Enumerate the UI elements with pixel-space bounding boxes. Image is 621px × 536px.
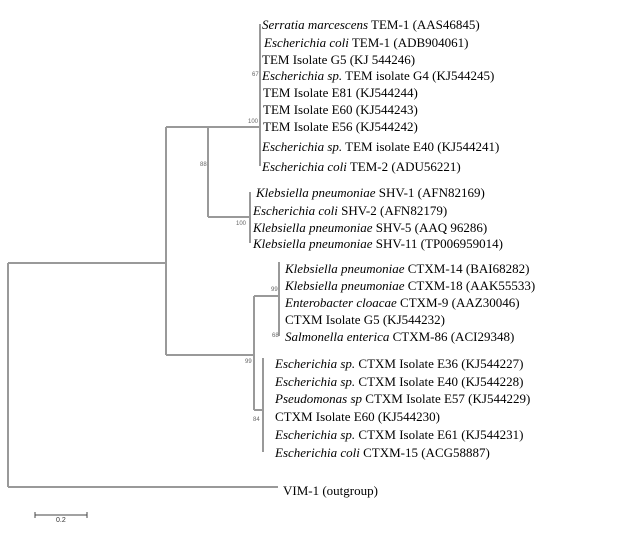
species-name: Klebsiella pneumoniae bbox=[285, 278, 405, 293]
gene-accession: CTXM Isolate E57 (KJ544229) bbox=[362, 391, 531, 406]
scale-bar bbox=[34, 512, 88, 518]
gene-accession: CTXM-15 (ACG58887) bbox=[359, 445, 490, 460]
gene-accession: CTXM-14 (BAI68282) bbox=[404, 261, 530, 276]
gene-accession: TEM Isolate G5 (KJ 544246) bbox=[262, 52, 416, 67]
species-name: Escherichia sp. bbox=[275, 356, 356, 371]
leaf-label: Klebsiella pneumoniae CTXM-14 (BAI68282) bbox=[285, 261, 529, 276]
gene-accession: TEM-1 (ADB904061) bbox=[348, 35, 469, 50]
leaf-label: Pseudomonas sp CTXM Isolate E57 (KJ54422… bbox=[275, 391, 530, 406]
gene-accession: TEM Isolate E56 (KJ544242) bbox=[263, 119, 418, 134]
tem-shv-node bbox=[207, 126, 260, 218]
bootstrap-value: 100 bbox=[236, 221, 247, 227]
leaf-label: Escherichia coli CTXM-15 (ACG58887) bbox=[275, 445, 490, 460]
species-name: Klebsiella pneumoniae bbox=[253, 236, 373, 251]
gene-accession: TEM isolate E40 (KJ544241) bbox=[342, 139, 500, 154]
leaf-label: TEM Isolate E60 (KJ544243) bbox=[263, 102, 418, 117]
species-name: Escherichia sp. bbox=[262, 68, 343, 83]
leaf-label: Escherichia sp. CTXM Isolate E36 (KJ5442… bbox=[275, 356, 523, 371]
leaf-label: Klebsiella pneumoniae SHV-5 (AAQ 96286) bbox=[253, 220, 487, 235]
scale-bar-label: 0.2 bbox=[56, 517, 66, 524]
gene-accession: CTXM Isolate G5 (KJ544232) bbox=[285, 312, 445, 327]
leaf-label: Salmonella enterica CTXM-86 (ACI29348) bbox=[285, 329, 514, 344]
leaf-label: Escherichia coli TEM-2 (ADU56221) bbox=[262, 159, 461, 174]
leaf-label: Klebsiella pneumoniae CTXM-18 (AAK55533) bbox=[285, 278, 535, 293]
gene-accession: SHV-2 (AFN82179) bbox=[337, 203, 448, 218]
species-name: Salmonella enterica bbox=[285, 329, 390, 344]
gene-accession: TEM Isolate E81 (KJ544244) bbox=[263, 85, 418, 100]
species-name: Klebsiella pneumoniae bbox=[285, 261, 405, 276]
gene-accession: CTXM Isolate E60 (KJ544230) bbox=[275, 409, 441, 424]
species-name: Escherichia coli bbox=[264, 35, 349, 50]
species-name: Escherichia sp. bbox=[262, 139, 343, 154]
gene-accession: TEM Isolate E60 (KJ544243) bbox=[263, 102, 418, 117]
leaf-label: Escherichia sp. CTXM Isolate E40 (KJ5442… bbox=[275, 374, 523, 389]
leaf-label: TEM Isolate G5 (KJ 544246) bbox=[262, 52, 415, 67]
gene-accession: TEM isolate G4 (KJ544245) bbox=[342, 68, 495, 83]
leaf-label: TEM Isolate E56 (KJ544242) bbox=[263, 119, 418, 134]
species-name: Enterobacter cloacae bbox=[285, 295, 397, 310]
leaf-label: CTXM Isolate E60 (KJ544230) bbox=[275, 409, 440, 424]
leaf-label: Escherichia sp. TEM isolate G4 (KJ544245… bbox=[262, 68, 494, 83]
species-name: Escherichia sp. bbox=[275, 374, 356, 389]
gene-accession: CTXM-18 (AAK55533) bbox=[404, 278, 536, 293]
bootstrap-value: 68 bbox=[272, 333, 279, 339]
clade-node-88 bbox=[165, 126, 254, 356]
gene-accession: VIM-1 (outgroup) bbox=[283, 483, 378, 498]
gene-accession: CTXM-86 (ACI29348) bbox=[389, 329, 515, 344]
leaf-label: Escherichia sp. CTXM Isolate E61 (KJ5442… bbox=[275, 427, 523, 442]
leaf-label: Serratia marcescens TEM-1 (AAS46845) bbox=[262, 17, 480, 32]
gene-accession: CTXM-9 (AAZ30046) bbox=[396, 295, 520, 310]
species-name: Escherichia coli bbox=[253, 203, 338, 218]
bootstrap-value: 84 bbox=[253, 417, 260, 423]
leaf-label: VIM-1 (outgroup) bbox=[283, 483, 378, 498]
species-name: Klebsiella pneumoniae bbox=[253, 220, 373, 235]
species-name: Serratia marcescens bbox=[262, 17, 369, 32]
bootstrap-value: 88 bbox=[200, 162, 207, 168]
gene-accession: CTXM Isolate E61 (KJ544231) bbox=[355, 427, 524, 442]
root-branch bbox=[7, 262, 278, 488]
species-name: Pseudomonas sp bbox=[275, 391, 363, 406]
leaf-label: Escherichia sp. TEM isolate E40 (KJ54424… bbox=[262, 139, 499, 154]
gene-accession: SHV-5 (AAQ 96286) bbox=[372, 220, 488, 235]
leaf-label: Klebsiella pneumoniae SHV-11 (TP00695901… bbox=[253, 236, 503, 251]
leaf-label: TEM Isolate E81 (KJ544244) bbox=[263, 85, 418, 100]
gene-accession: SHV-11 (TP006959014) bbox=[372, 236, 504, 251]
ctxm-node bbox=[253, 295, 279, 411]
species-name: Escherichia coli bbox=[275, 445, 360, 460]
bootstrap-value: 67 bbox=[252, 72, 259, 78]
leaf-label: Enterobacter cloacae CTXM-9 (AAZ30046) bbox=[285, 295, 520, 310]
bootstrap-value: 100 bbox=[248, 119, 259, 125]
gene-accession: CTXM Isolate E40 (KJ544228) bbox=[355, 374, 524, 389]
bootstrap-value: 99 bbox=[271, 287, 278, 293]
leaf-label: Escherichia coli SHV-2 (AFN82179) bbox=[253, 203, 447, 218]
gene-accession: TEM-1 (AAS46845) bbox=[368, 17, 480, 32]
bootstrap-value: 99 bbox=[245, 359, 252, 365]
gene-accession: TEM-2 (ADU56221) bbox=[346, 159, 461, 174]
leaf-label: Klebsiella pneumoniae SHV-1 (AFN82169) bbox=[256, 185, 485, 200]
leaf-label: CTXM Isolate G5 (KJ544232) bbox=[285, 312, 445, 327]
species-name: Klebsiella pneumoniae bbox=[256, 185, 376, 200]
leaf-label: Escherichia coli TEM-1 (ADB904061) bbox=[264, 35, 468, 50]
species-name: Escherichia sp. bbox=[275, 427, 356, 442]
gene-accession: SHV-1 (AFN82169) bbox=[375, 185, 485, 200]
gene-accession: CTXM Isolate E36 (KJ544227) bbox=[355, 356, 524, 371]
species-name: Escherichia coli bbox=[262, 159, 347, 174]
